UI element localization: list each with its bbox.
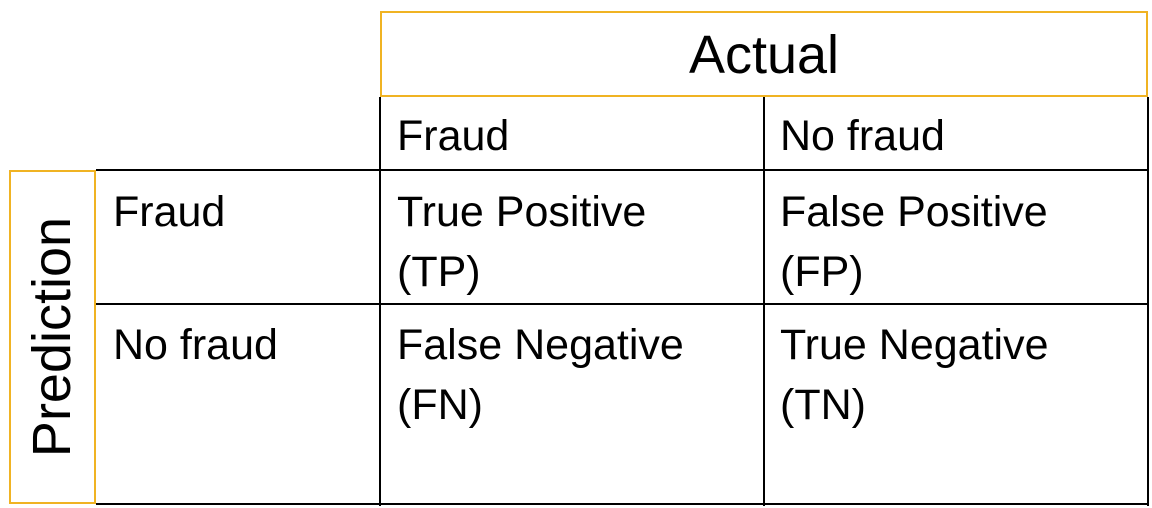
prediction-header-label: Prediction <box>22 216 82 458</box>
cell-true-positive: True Positive (TP) <box>397 188 647 296</box>
cell-false-positive: False Positive (FP) <box>780 188 1048 296</box>
grid-line-middle <box>763 97 765 506</box>
actual-header-label: Actual <box>688 25 840 85</box>
cell-false-negative: False Negative (FN) <box>397 321 684 429</box>
row-label-no-fraud: No fraud <box>113 321 278 369</box>
column-header-no-fraud: No fraud <box>780 112 945 160</box>
actual-header-box <box>380 11 1148 97</box>
column-header-fraud: Fraud <box>397 112 510 160</box>
prediction-header-box <box>9 170 96 504</box>
grid-line-right <box>1147 97 1149 506</box>
grid-line-row-divider <box>96 303 1149 305</box>
cell-true-negative: True Negative (TN) <box>780 321 1049 429</box>
row-label-fraud: Fraud <box>113 188 226 236</box>
grid-line-bottom <box>96 503 1149 505</box>
grid-line-left <box>379 97 381 506</box>
grid-line-header-bottom <box>96 169 1149 171</box>
